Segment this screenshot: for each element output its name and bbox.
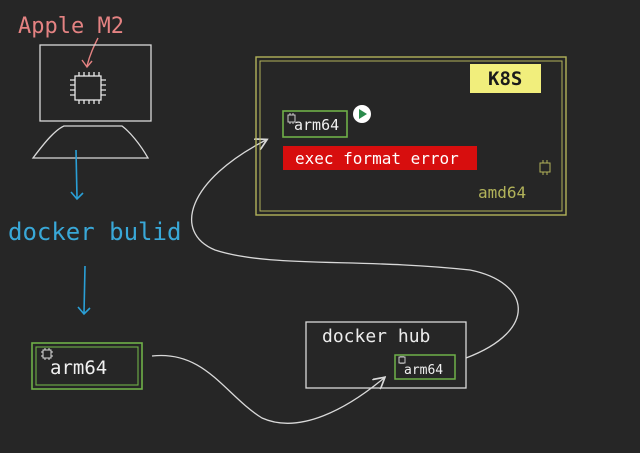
machine-label-arrow-head — [81, 59, 93, 69]
cluster-box-inner — [259, 60, 563, 212]
local-image-inner — [35, 346, 139, 386]
local-image-box — [31, 342, 143, 390]
registry-image-box — [394, 354, 456, 380]
local-image-chip-icon — [41, 348, 53, 360]
build-arrow-bottom — [83, 265, 86, 314]
node-arch-label: amd64 — [478, 183, 526, 202]
local-image-label: arm64 — [50, 357, 107, 379]
laptop-base — [31, 125, 150, 159]
machine-label: Apple M2 — [18, 14, 124, 39]
play-icon — [353, 105, 371, 123]
build-arrow-bottom-head — [77, 306, 91, 316]
laptop-screen — [39, 44, 152, 122]
cpu-chip-icon — [70, 72, 106, 104]
registry-image-label: arm64 — [404, 363, 443, 378]
node-chip-icon — [539, 160, 551, 175]
build-label: docker bulid — [8, 218, 181, 246]
registry-label: docker hub — [322, 326, 430, 347]
build-arrow-top-head — [70, 191, 84, 201]
error-banner-bg — [283, 146, 477, 170]
cluster-badge: K8S — [488, 68, 522, 90]
pull-arrow — [190, 140, 519, 359]
registry-image-chip-icon — [398, 356, 406, 364]
build-arrow-top — [75, 149, 78, 199]
push-arrow — [151, 354, 384, 424]
pod-image-chip-icon — [287, 113, 296, 124]
cluster-box — [255, 56, 567, 216]
error-message: exec format error — [295, 149, 459, 168]
cluster-badge-bg — [470, 64, 541, 93]
pod-image-box — [282, 110, 348, 138]
machine-label-arrow — [86, 37, 99, 67]
pod-image-label: arm64 — [294, 116, 339, 134]
registry-box — [305, 321, 467, 389]
